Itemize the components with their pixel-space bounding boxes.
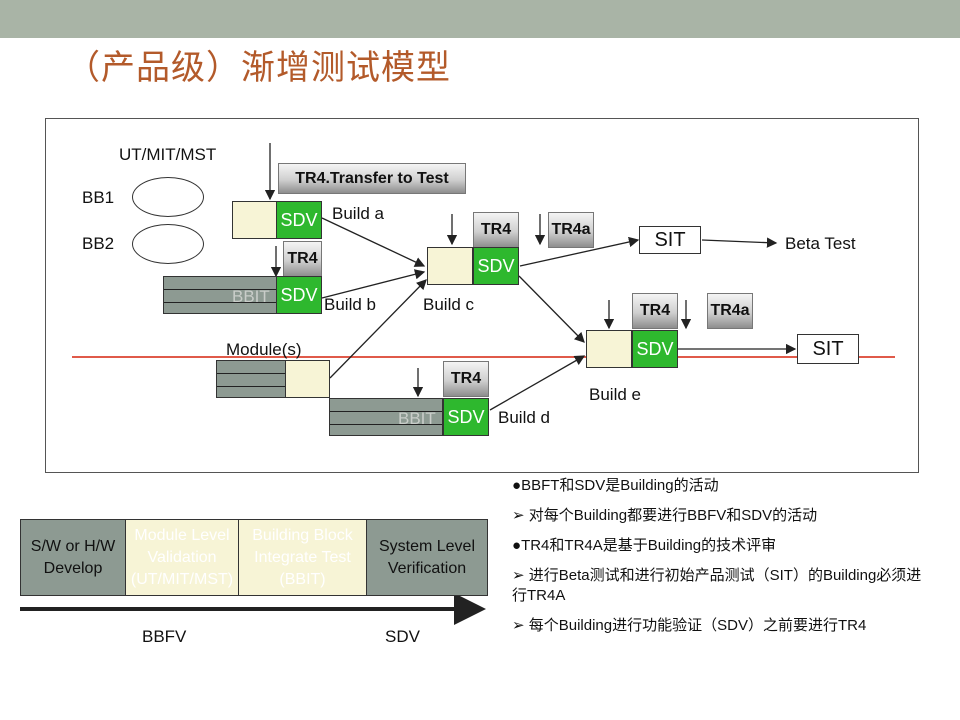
build-d-bbit-block: BBIT [329, 398, 443, 436]
build-c-sdv: SDV [473, 247, 519, 285]
build-c-label: Build c [423, 295, 475, 314]
header-bar [0, 0, 960, 38]
build-a-sdv: SDV [276, 201, 322, 239]
modules-label: Module(s) [226, 340, 302, 359]
build-b-bbit-label: BBIT [232, 287, 270, 306]
note-text: 对每个Building都要进行BBFV和SDV的活动 [524, 507, 818, 524]
process-stage-bbit: Building Block Integrate Test (BBIT) [238, 519, 367, 596]
build-b-label: Build b [324, 295, 376, 314]
process-stage-develop: S/W or H/W Develop [20, 519, 126, 596]
note-item: ➢ 进行Beta测试和进行初始产品测试（SIT）的Building必须进行TR4… [512, 566, 932, 606]
bb2-ellipse [132, 224, 204, 264]
sit-box-bottom: SIT [797, 334, 859, 364]
bb2-label: BB2 [82, 234, 115, 253]
arrow-module-to-c [329, 279, 427, 379]
process-stage-module-validation: Module Level Validation (UT/MIT/MST) [125, 519, 239, 596]
note-bullet: ➢ [512, 507, 525, 524]
tr4a-tag-build-c: TR4a [548, 212, 594, 248]
arrow-a-to-c [321, 217, 426, 267]
note-bullet: ● [512, 477, 522, 494]
build-b-sdv: SDV [276, 276, 322, 314]
arrow-d-to-e [489, 355, 586, 411]
arrow-c-to-e [518, 275, 585, 343]
note-item: ●BBFT和SDV是Building的活动 [512, 476, 932, 496]
note-item: ➢ 每个Building进行功能验证（SDV）之前要进行TR4 [512, 616, 932, 636]
process-stage-system-verification: System Level Verification [366, 519, 488, 596]
milestone-bbfv: BBFV [142, 627, 187, 646]
build-e-module-box [586, 330, 632, 368]
build-d-sdv: SDV [443, 398, 489, 436]
note-bullet: ● [512, 537, 522, 554]
note-text: BBFT和SDV是Building的活动 [521, 477, 719, 494]
note-text: 进行Beta测试和进行初始产品测试（SIT）的Building必须进行TR4A [512, 567, 922, 604]
note-item: ➢ 对每个Building都要进行BBFV和SDV的活动 [512, 506, 932, 526]
module-box [285, 360, 330, 398]
tr4-tag-build-d: TR4 [443, 361, 489, 397]
build-a-module-box [232, 201, 277, 239]
build-c-module-box [427, 247, 473, 285]
arrow-b-to-c [321, 269, 426, 299]
diagram-frame [45, 118, 919, 473]
tr4-tag-build-b: TR4 [283, 241, 322, 277]
build-a-label: Build a [332, 204, 384, 223]
sit-box-top: SIT [639, 226, 701, 254]
tr4-transfer-tag: TR4.Transfer to Test [278, 163, 466, 194]
build-d-bbit-label: BBIT [398, 409, 436, 428]
note-text: TR4和TR4A是基于Building的技术评审 [521, 537, 777, 554]
note-bullet: ➢ [512, 617, 525, 634]
build-e-label: Build e [589, 385, 641, 404]
bb1-ellipse [132, 177, 204, 217]
bb1-label: BB1 [82, 188, 115, 207]
tr4-tag-build-e: TR4 [632, 293, 678, 329]
arrow-c-to-sit [519, 236, 640, 267]
note-text: 每个Building进行功能验证（SDV）之前要进行TR4 [524, 617, 867, 634]
module-block [216, 360, 286, 398]
notes-list: ●BBFT和SDV是Building的活动 ➢ 对每个Building都要进行B… [512, 476, 932, 646]
tr4a-tag-build-e: TR4a [707, 293, 753, 329]
note-bullet: ➢ [512, 567, 525, 584]
build-d-label: Build d [498, 408, 550, 427]
build-e-sdv: SDV [632, 330, 678, 368]
tr4-tag-build-c: TR4 [473, 212, 519, 248]
page-title: （产品级）渐增测试模型 [66, 48, 451, 88]
note-item: ●TR4和TR4A是基于Building的技术评审 [512, 536, 932, 556]
arrow-sit-to-beta [701, 237, 778, 248]
milestone-sdv: SDV [385, 627, 420, 646]
beta-test-label: Beta Test [785, 234, 856, 253]
build-b-bbit-block: BBIT [163, 276, 277, 314]
ut-mit-mst-label: UT/MIT/MST [119, 145, 217, 164]
